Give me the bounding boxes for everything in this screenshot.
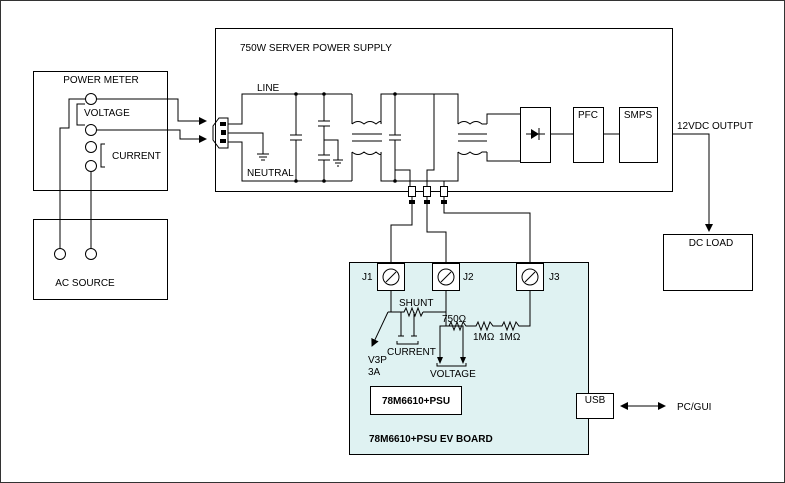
shunt-label: SHUNT (399, 298, 433, 309)
v3p-current-label: 3A (368, 367, 381, 378)
v3p-label: V3P (368, 355, 387, 366)
r1m-a-label: 1MΩ (473, 332, 495, 343)
output-label: 12VDC OUTPUT (677, 121, 753, 132)
smps-block (619, 107, 658, 163)
power-meter-voltage-label: VOLTAGE (84, 108, 130, 119)
dc-load-block: DC LOAD (663, 234, 753, 291)
ev-board-title: 78M6610+PSU EV BOARD (369, 434, 493, 445)
wire-meter-to-inlet-a (97, 98, 207, 125)
psu-title: 750W SERVER POWER SUPPLY (240, 43, 392, 54)
j3-label: J3 (549, 272, 560, 283)
r1m-b-label: 1MΩ (499, 332, 521, 343)
current-sense-label: CURRENT (387, 347, 436, 358)
pfc-label: PFC (578, 110, 598, 121)
usb-port (576, 393, 614, 419)
psu-neutral-label: NEUTRAL (247, 168, 294, 179)
usb-label: USB (585, 395, 606, 406)
emi-filter (290, 92, 445, 183)
pc-gui-label: PC/GUI (677, 402, 711, 413)
ac-inlet-icon (212, 117, 229, 149)
dc-load-title: DC LOAD (689, 238, 733, 249)
wire-ac-voltage (59, 98, 85, 249)
ac-source-title: AC SOURCE (55, 278, 115, 289)
ev-board-block: 78M6610+PSU EV BOARD J1 J2 J3 SHUNT V3P … (349, 204, 614, 455)
j1-label: J1 (362, 272, 373, 283)
voltage-sense-label: VOLTAGE (430, 369, 476, 380)
pfc-block (573, 107, 604, 163)
r750-label: 750Ω (442, 314, 467, 325)
server-psu-block: 750W SERVER POWER SUPPLY LINE NEUTRAL (212, 28, 673, 204)
j2-label: J2 (463, 272, 474, 283)
chip-label: 78M6610+PSU (382, 396, 450, 407)
wire-meter-to-inlet-b (97, 129, 207, 143)
power-meter-title: POWER METER (63, 75, 139, 86)
wire-psu-to-load (672, 133, 713, 232)
chip-block (370, 386, 462, 415)
psu-line-label: LINE (257, 83, 280, 94)
power-meter-current-label: CURRENT (112, 151, 161, 162)
power-meter-block: POWER METER VOLTAGE CURRENT (33, 71, 168, 191)
smps-label: SMPS (624, 110, 653, 121)
ac-source-block: AC SOURCE (33, 219, 168, 300)
